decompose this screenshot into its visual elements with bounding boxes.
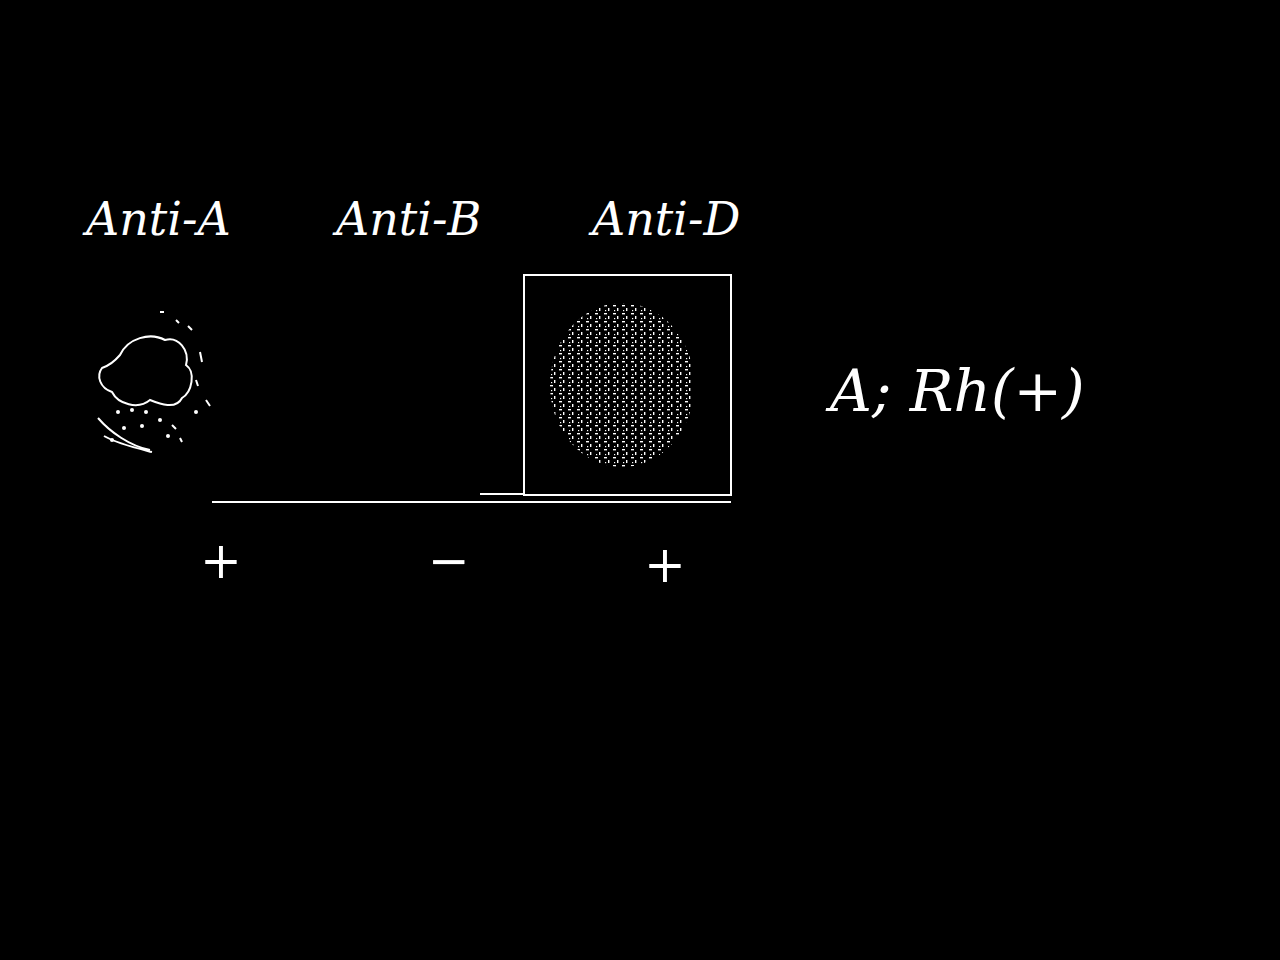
slide-edge xyxy=(212,494,731,502)
well-frame xyxy=(524,275,731,495)
agglutinated-drop xyxy=(550,303,694,467)
reagent-label: Anti-B xyxy=(336,196,481,242)
reagent-label: Anti-A xyxy=(86,196,231,242)
clumped-drop xyxy=(110,408,198,442)
reaction-sign: + xyxy=(644,540,686,590)
reaction-sign: + xyxy=(200,536,242,586)
clumped-drop xyxy=(99,336,192,405)
reaction-sign: − xyxy=(428,536,470,586)
reagent-label: Anti-D xyxy=(592,196,740,242)
result-label: A; Rh(+) xyxy=(830,362,1085,420)
clumped-drop xyxy=(98,312,210,452)
